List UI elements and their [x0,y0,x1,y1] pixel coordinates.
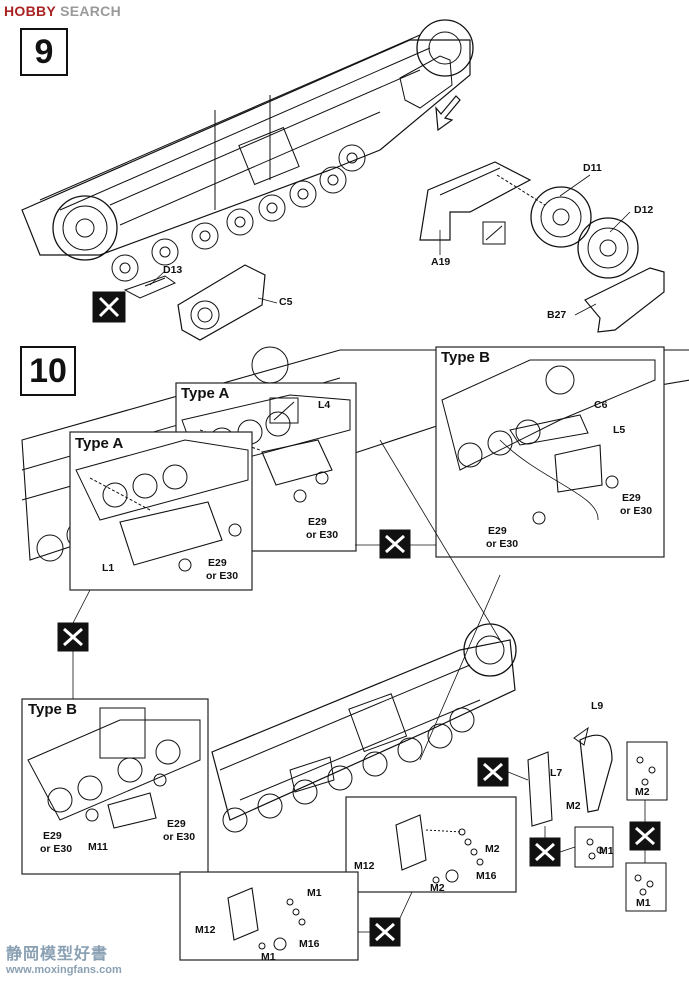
step9-number: 9 [34,33,54,71]
type-a-lower-title: Type A [75,435,124,452]
step10-connectors [72,544,646,933]
option-label-e30-b-top-left: or E30 [486,538,519,550]
step10-number: 10 [29,352,67,390]
step9-hull-drawing [21,19,474,341]
moxingfans-watermark: 静岡模型好書 www.moxingfans.com [6,946,122,976]
option-label-e29-a-lower: E29 [208,557,227,569]
option-label-e30-b-top-right: or E30 [620,505,653,517]
part-label-l7: L7 [550,767,563,779]
step9-assembly-arrow [435,95,461,132]
step9-number-box: 9 [20,28,68,76]
part-label-m16-bottom: M16 [299,938,320,950]
part-label-m1-bottom-a: M1 [307,887,322,899]
watermark-line2: www.moxingfans.com [6,964,122,976]
option-label-e30-a-upper: or E30 [306,529,339,541]
step9-reverse-icon [92,291,126,323]
part-label-m1-fender-b: M1 [636,897,651,909]
part-label-m16-mid: M16 [476,870,497,882]
part-label-a19: A19 [431,256,451,268]
inset-type-b-left-drawing [27,707,201,829]
option-label-e29-b-top-left: E29 [488,525,507,537]
option-label-e29-a-upper: E29 [308,516,327,528]
step10-reverse-icons [57,529,661,947]
part-label-m2-fender-a: M2 [566,800,581,812]
inset-type-b-top-drawing [441,359,656,525]
option-label-e29-b-left-right: E29 [167,818,186,830]
part-label-d13: D13 [163,264,183,276]
part-label-m2-mid-a: M2 [485,843,500,855]
part-label-l9: L9 [591,700,604,712]
part-label-m12-bottom: M12 [195,924,216,936]
part-label-b27: B27 [547,309,567,321]
part-label-d12: D12 [634,204,654,216]
type-a-upper-title: Type A [181,385,230,402]
part-label-m2-mid-b: M2 [430,882,445,894]
inset-m12-bottom-drawing [227,887,306,951]
watermark-brand-a: HOBBY [4,3,57,19]
step9-leaders [149,174,631,316]
watermark-line1: 静岡模型好書 [6,946,109,963]
inset-type-a-lower-drawing [75,439,249,572]
part-label-l1: L1 [102,562,115,574]
step9-exploded-parts [419,161,665,333]
fender-drawing [527,726,668,912]
part-label-m2-fender-b: M2 [635,786,650,798]
part-label-d11: D11 [583,162,602,174]
option-label-e30-b-left-right: or E30 [163,831,196,843]
part-label-m12-mid: M12 [354,860,375,872]
step10-hull-lower [211,439,517,833]
type-b-left-title: Type B [28,701,77,718]
inset-type-a-lower-frame [69,431,253,591]
part-label-l5: L5 [613,424,626,436]
inset-m12-bottom-frame [179,871,359,961]
part-label-l4: L4 [318,399,331,411]
inset-type-b-left-frame [21,698,209,875]
type-b-top-title: Type B [441,349,490,366]
option-label-e30-b-left: or E30 [40,843,73,855]
option-label-e29-b-left: E29 [43,830,62,842]
hobbysearch-watermark: HOBBY SEARCH [4,2,121,20]
part-label-c5: C5 [279,296,293,308]
option-label-e30-a-lower: or E30 [206,570,239,582]
inset-m12-mid-drawing [395,814,484,884]
inset-m12-mid-frame [345,796,517,893]
watermark-brand-b: SEARCH [60,3,121,19]
inset-type-b-top-frame [435,346,665,558]
part-label-c6: C6 [594,399,608,411]
step10-number-box: 10 [20,346,76,396]
option-label-e29-b-top-right: E29 [622,492,641,504]
part-label-m1-bottom-b: M1 [261,951,276,963]
part-label-m1-fender-a: M1 [599,845,614,857]
part-label-m11: M11 [88,841,108,853]
